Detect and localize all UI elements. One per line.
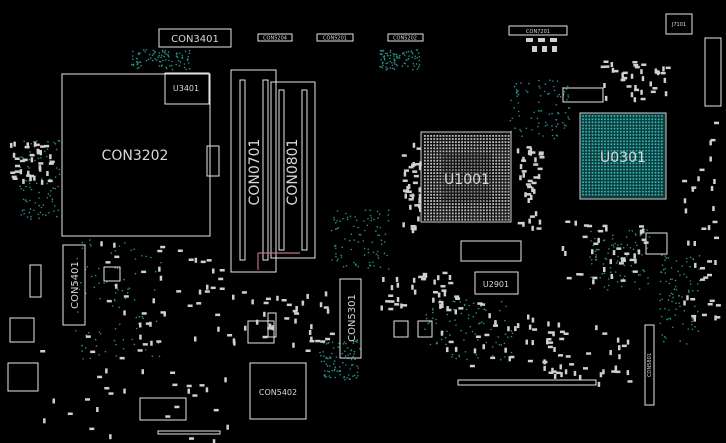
component-u1001[interactable]: U1001 (420, 131, 512, 223)
passive-components (7, 37, 722, 435)
j7101-label: J7101 (671, 22, 686, 28)
u0301-label: U0301 (600, 150, 646, 166)
component-con0801[interactable]: CON0801 (270, 81, 316, 259)
component-con5301[interactable]: CON5301 (339, 278, 362, 359)
component-con7201[interactable]: CON7201 (508, 25, 568, 52)
smd-pads (10, 60, 721, 443)
u0301-ball-grid (582, 115, 663, 196)
con5201-label: CON5201 (323, 36, 347, 42)
con5402-label: CON5402 (259, 388, 297, 397)
component-con3401[interactable]: CON3401 (158, 28, 232, 48)
con3202-label: CON3202 (102, 148, 169, 164)
component-con5401[interactable]: CON5401 (62, 244, 86, 326)
con5401-label: CON5401 (70, 261, 81, 309)
u2901-label: U2901 (483, 280, 509, 289)
component-con5801[interactable]: CON5801 (644, 324, 655, 406)
con5202-label: CON5202 (393, 36, 417, 42)
con7201-label: CON7201 (526, 29, 550, 35)
con5301-label: CON5301 (347, 294, 358, 342)
component-con5202[interactable]: CON5202 (387, 33, 424, 42)
component-j7101[interactable]: J7101 (665, 13, 693, 35)
u1001-label: U1001 (444, 172, 490, 188)
con5204-label: CON5204 (263, 36, 287, 42)
component-con3202[interactable]: CON3202 (61, 73, 211, 237)
component-u0301[interactable]: U0301 (579, 112, 667, 200)
con0701-label: CON0701 (247, 139, 263, 206)
con0801-label: CON0801 (285, 139, 301, 206)
con3401-label: CON3401 (171, 34, 219, 45)
component-u2901[interactable]: U2901 (474, 271, 519, 295)
component-con5402[interactable]: CON5402 (249, 362, 307, 420)
component-u3401[interactable]: U3401 (164, 72, 210, 105)
component-con5204[interactable]: CON5204 (257, 33, 293, 42)
u1001-ball-grid (424, 135, 510, 221)
component-con5201[interactable]: CON5201 (316, 33, 354, 42)
component-con0701[interactable]: CON0701 (230, 69, 277, 273)
u3401-label: U3401 (173, 84, 199, 93)
via-dots (19, 49, 701, 381)
con5801-label: CON5801 (647, 353, 653, 377)
